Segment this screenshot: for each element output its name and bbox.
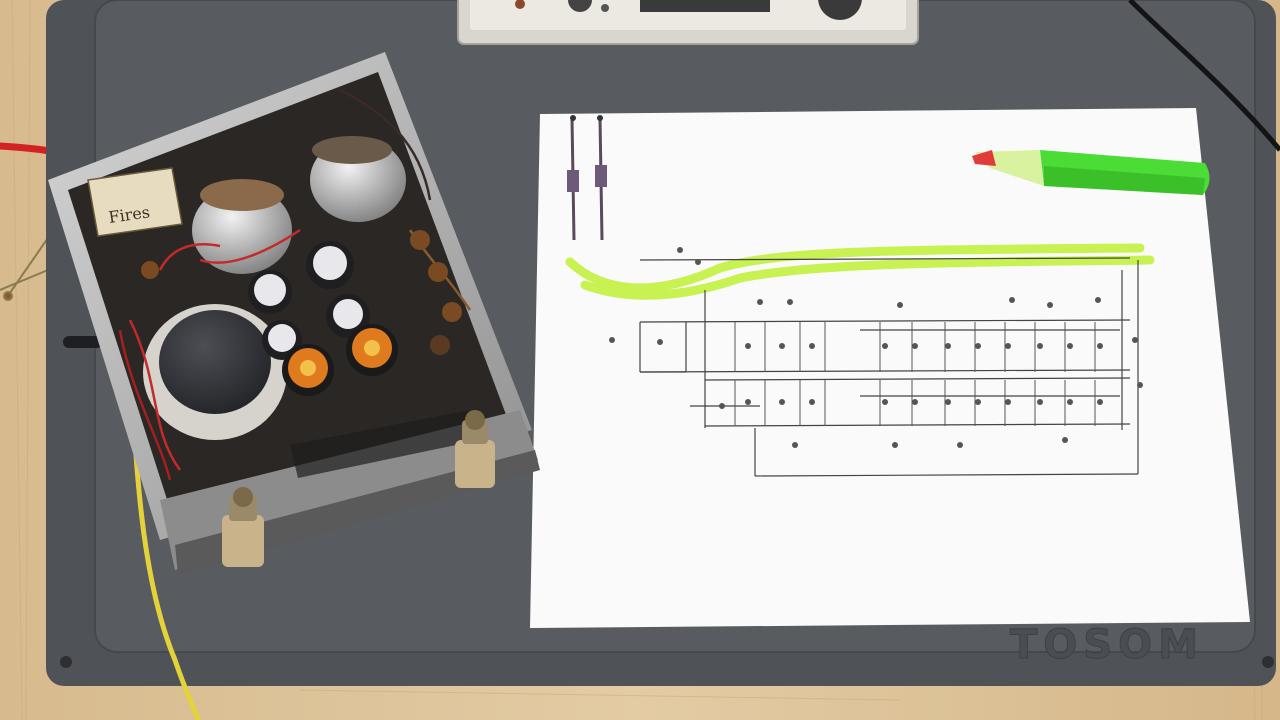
device-label-plate: Fires	[87, 167, 183, 237]
bench-instrument	[457, 0, 919, 45]
mat-brand-text: TOSOM	[1010, 622, 1204, 668]
small-components	[141, 230, 462, 355]
electrolytic-capacitors	[248, 241, 370, 360]
mat-clip	[63, 336, 103, 348]
highlighter-marker	[972, 150, 1210, 195]
toroidal-transformer	[143, 304, 287, 440]
black-cable-right	[1128, 0, 1280, 152]
binding-post	[455, 410, 495, 488]
schematic-paper	[530, 108, 1250, 628]
highlighter-strokes	[565, 243, 1155, 300]
mat-screw	[1262, 656, 1274, 668]
metal-can-capacitor	[310, 136, 406, 222]
binding-post	[222, 487, 264, 567]
metal-can-capacitor	[192, 179, 292, 274]
orange-capacitors	[282, 324, 398, 396]
schematic-symbols	[609, 247, 1143, 448]
schematic-components	[734, 322, 1096, 426]
test-probes	[567, 115, 607, 241]
mat-screw	[60, 656, 72, 668]
schematic-wiring	[639, 257, 1139, 477]
yellow-cable	[132, 437, 201, 720]
